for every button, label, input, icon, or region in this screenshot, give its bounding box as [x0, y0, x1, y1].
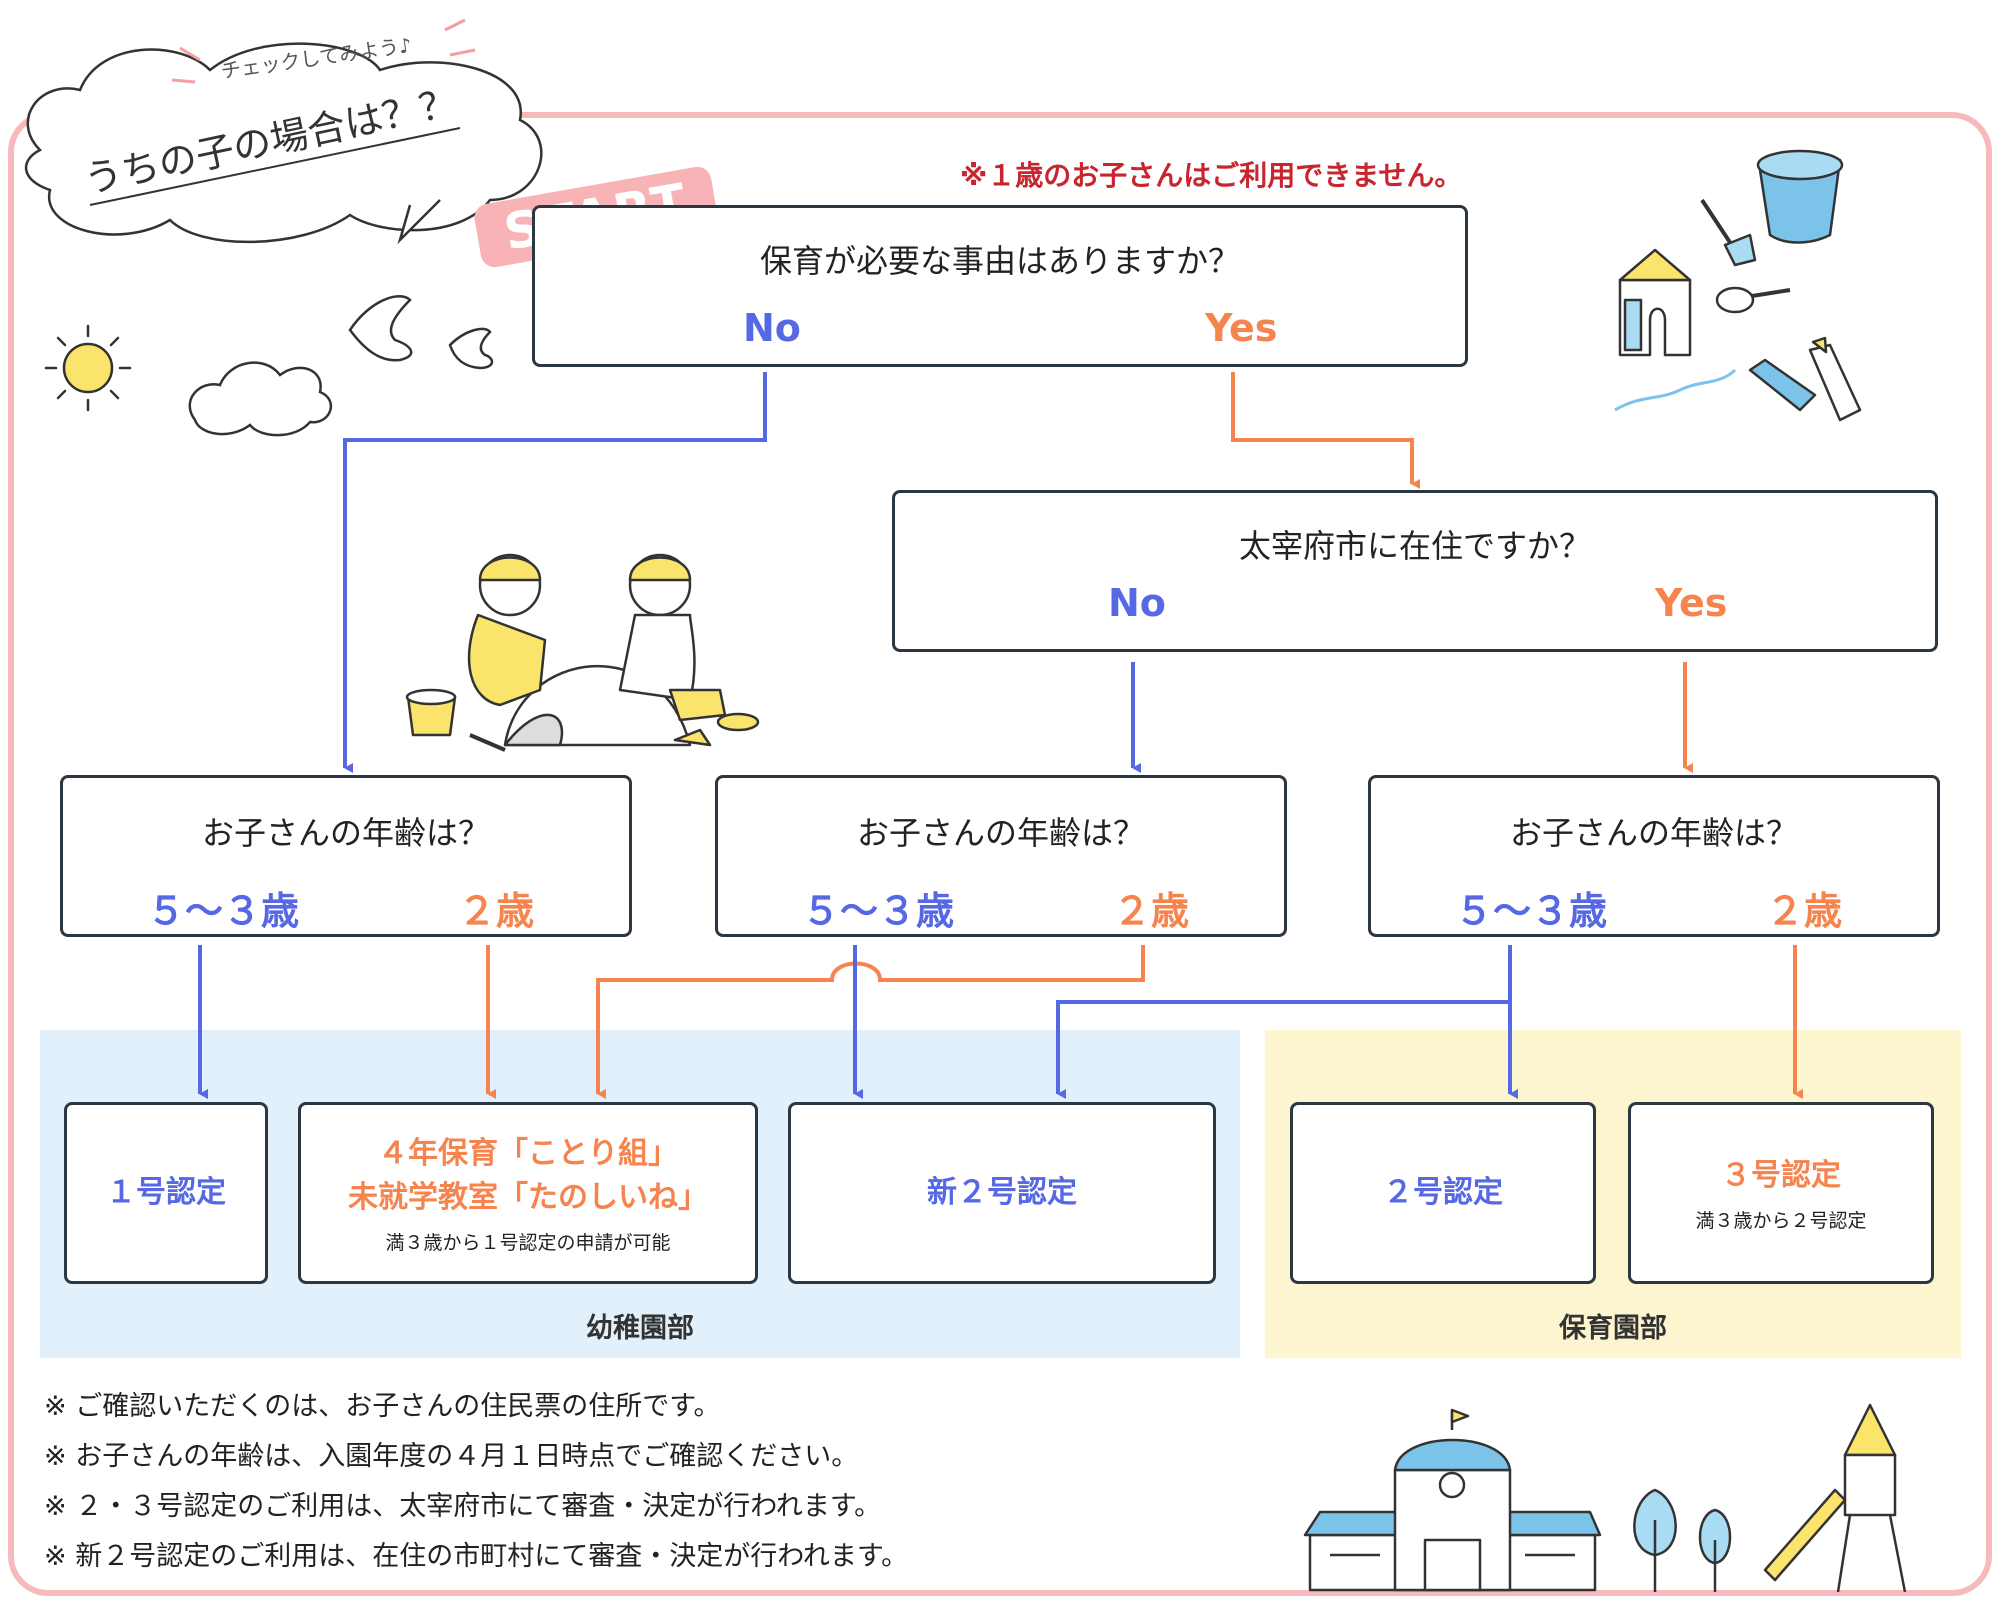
- age-question-2: お子さんの年齢は？ ５〜３歳 ２歳: [715, 775, 1287, 937]
- answer-no: No: [1108, 581, 1166, 625]
- answer-age-2: ２歳: [1113, 889, 1190, 933]
- result-label-line1: ４年保育「ことり組」: [378, 1135, 678, 1171]
- pink-frame: [8, 112, 1992, 1596]
- footnote: ※ ２・３号認定のご利用は、太宰府市にて審査・決定が行われます。: [44, 1491, 882, 1522]
- bird-icon: [348, 295, 413, 362]
- footnotes: ※ ご確認いただくのは、お子さんの住民票の住所です。 ※ お子さんの年齢は、入園…: [44, 1382, 908, 1582]
- question-text: 太宰府市に在住ですか？: [1238, 527, 1591, 565]
- bird-icon: [448, 327, 494, 370]
- question-text: お子さんの年齢は？: [856, 814, 1145, 852]
- result-new-type-2: 新２号認定: [788, 1102, 1216, 1284]
- flow-connectors: [198, 372, 1803, 1099]
- slide-icon: [1763, 1403, 1907, 1593]
- answer-age-2: ２歳: [458, 889, 535, 933]
- age-question-3: お子さんの年齢は？ ５〜３歳 ２歳: [1368, 775, 1940, 937]
- result-label: ３号認定: [1721, 1157, 1841, 1193]
- result-label-line2: 未就学教室「たのしいね」: [348, 1179, 708, 1215]
- result-preschool-classes: ４年保育「ことり組」 未就学教室「たのしいね」 満３歳から１号認定の申請が可能: [298, 1102, 758, 1284]
- age-question-1: お子さんの年齢は？ ５〜３歳 ２歳: [60, 775, 632, 937]
- children-playing-icon: [405, 553, 760, 752]
- result-type-2: ２号認定: [1290, 1102, 1596, 1284]
- result-note: 満３歳から１号認定の申請が可能: [385, 1231, 671, 1254]
- tree-icon: [1633, 1488, 1732, 1592]
- answer-age-5-3: ５〜３歳: [802, 889, 955, 933]
- sand-toys-icon: [1614, 149, 1862, 422]
- footnote: ※ お子さんの年齢は、入園年度の４月１日時点でご確認ください。: [44, 1441, 859, 1472]
- result-type-3: ３号認定 満３歳から２号認定: [1628, 1102, 1934, 1284]
- age-warning: ※１歳のお子さんはご利用できません。: [960, 159, 1463, 192]
- answer-age-2: ２歳: [1766, 889, 1843, 933]
- school-building-icon: [1303, 1408, 1602, 1592]
- result-type-1: １号認定: [64, 1102, 268, 1284]
- kindergarten-label: 幼稚園部: [586, 1313, 694, 1344]
- answer-age-5-3: ５〜３歳: [1455, 889, 1608, 933]
- result-label: １号認定: [106, 1175, 226, 1210]
- answer-yes: Yes: [1655, 581, 1728, 625]
- result-label: ２号認定: [1383, 1175, 1503, 1210]
- footnote: ※ ご確認いただくのは、お子さんの住民票の住所です。: [44, 1391, 721, 1422]
- answer-no: No: [743, 306, 801, 350]
- result-label: 新２号認定: [927, 1175, 1077, 1210]
- cloud-icon: [188, 361, 332, 437]
- footnote: ※ 新２号認定のご利用は、在住の市町村にて審査・決定が行われます。: [44, 1541, 909, 1572]
- answer-age-5-3: ５〜３歳: [147, 889, 300, 933]
- answer-yes: Yes: [1205, 306, 1278, 350]
- question-text: お子さんの年齢は？: [201, 814, 490, 852]
- question-text: お子さんの年齢は？: [1509, 814, 1798, 852]
- result-note: 満３歳から２号認定: [1695, 1209, 1867, 1232]
- nursery-label: 保育園部: [1559, 1313, 1667, 1344]
- question-care-need: 保育が必要な事由はありますか？ No Yes: [532, 205, 1468, 367]
- question-residency: 太宰府市に在住ですか？ No Yes: [892, 490, 1938, 652]
- sun-icon: [44, 324, 132, 412]
- heading-cloud-icon: [24, 18, 543, 245]
- question-text: 保育が必要な事由はありますか？: [759, 242, 1240, 280]
